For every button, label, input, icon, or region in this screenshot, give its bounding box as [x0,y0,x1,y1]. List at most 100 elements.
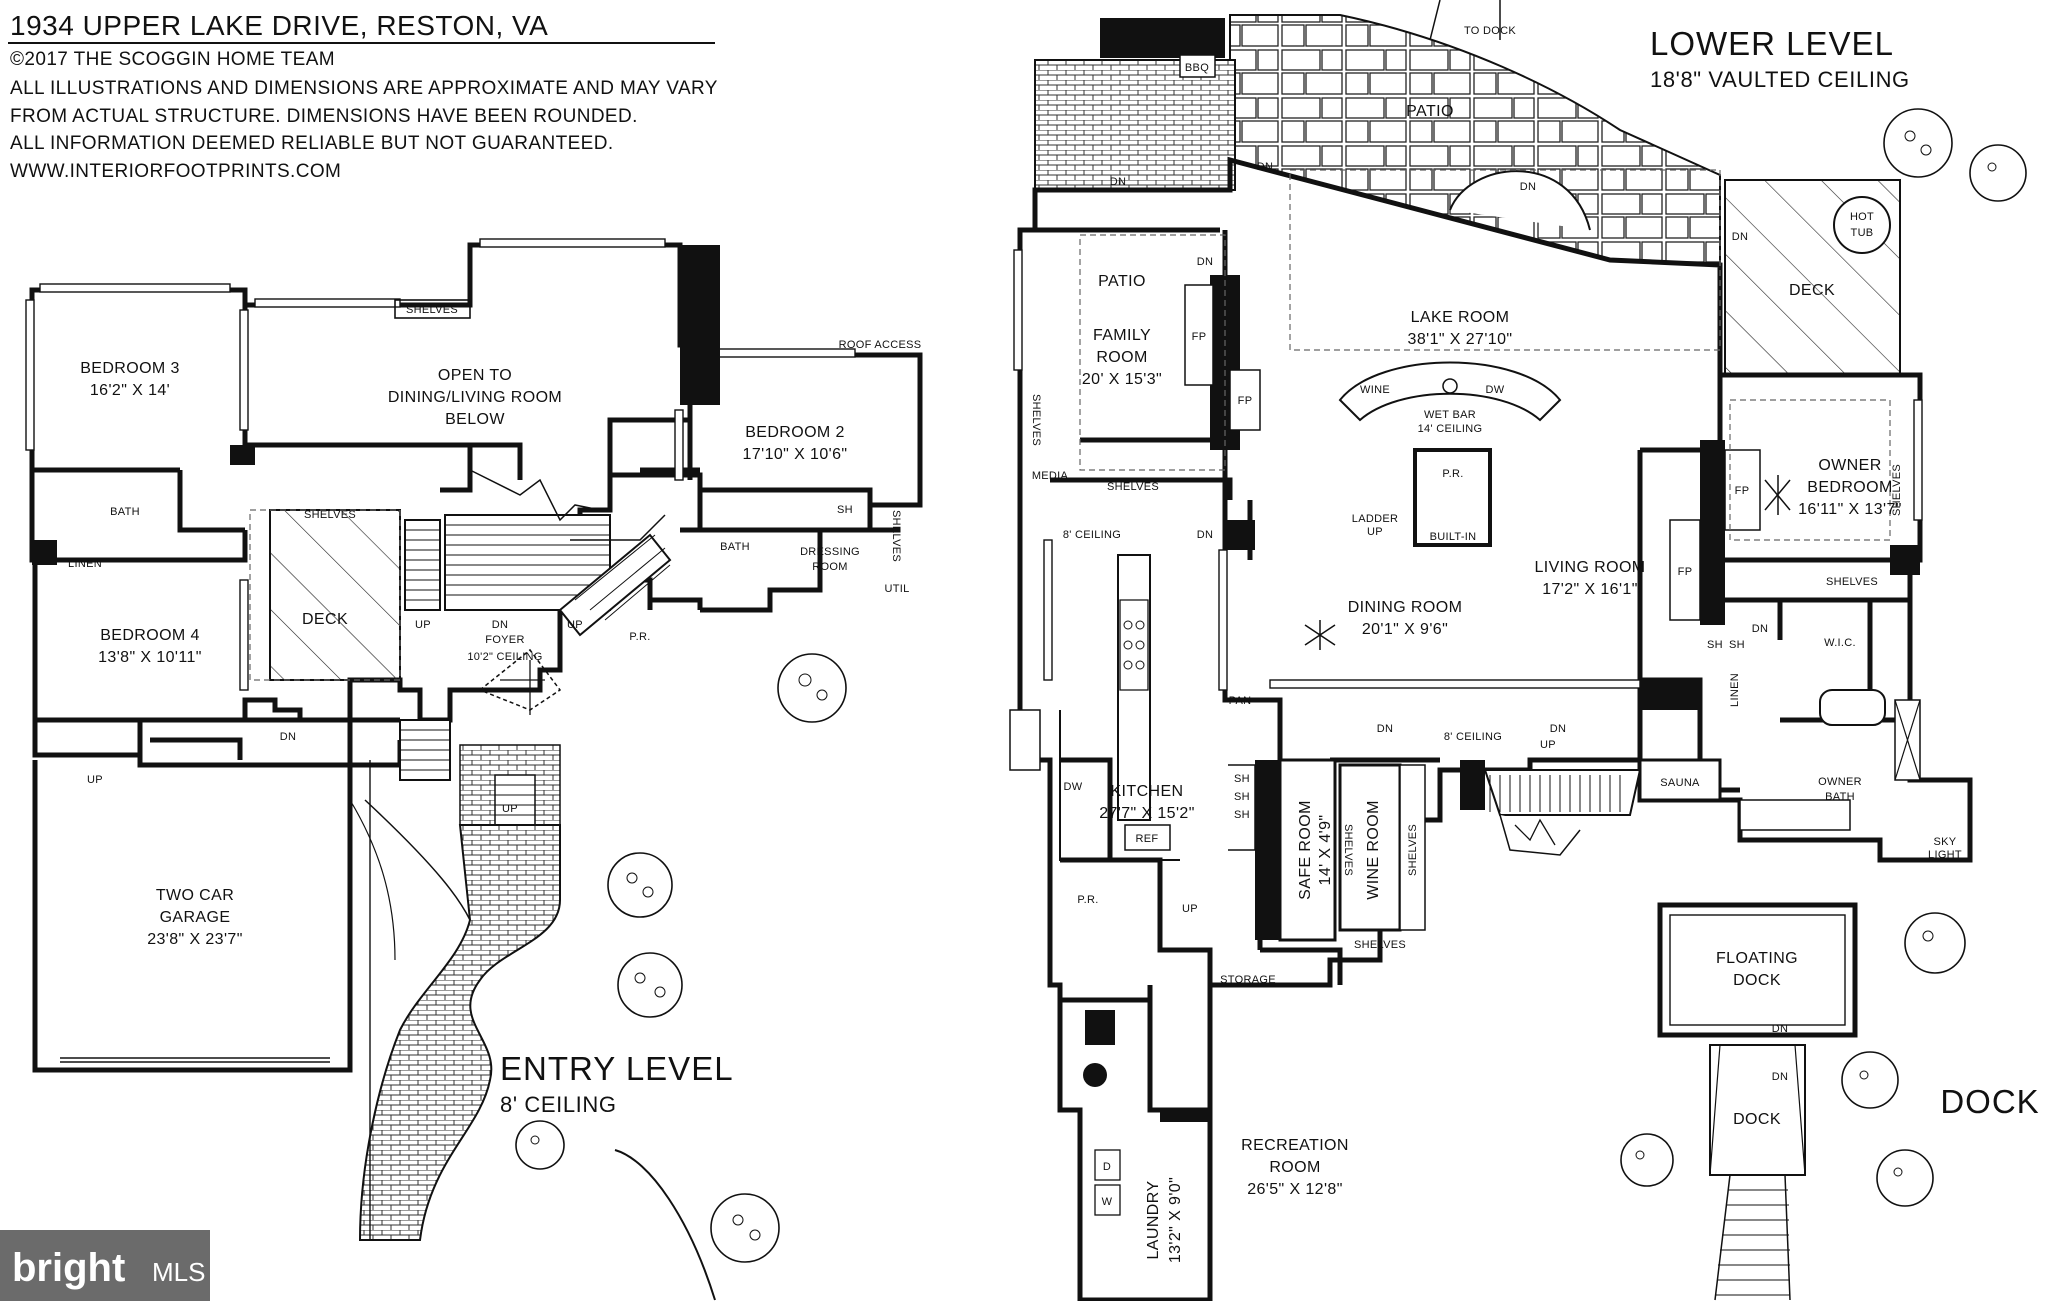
living-room-size: 17'2" X 16'1" [1542,581,1638,598]
hot-tub [1833,196,1891,254]
window-bedroom3-top [39,283,231,293]
built-in-label: BUILT-IN [1430,531,1477,543]
tree-icon [710,1193,780,1263]
tree-icon [607,852,673,918]
wet-bar-line2: 14' CEILING [1418,423,1483,435]
patio-a-label: PATIO [1098,273,1146,290]
fp-label-1: FP [1192,331,1207,343]
shelves-bottom-label: SHELVES [1354,939,1406,951]
disclaimer-line-1: ALL ILLUSTRATIONS AND DIMENSIONS ARE APP… [10,78,718,99]
kitchen-name: KITCHEN [1110,783,1183,800]
sh-d-label: SH [1707,639,1723,651]
shelves-top-label: SHELVES [406,304,458,316]
dock-dn-2: DN [1772,1071,1789,1083]
copyright-line: ©2017 THE SCOGGIN HOME TEAM [10,49,335,70]
up-label-2: UP [1540,739,1556,751]
ref-label: REF [1136,833,1159,845]
safe-room [1278,758,1337,942]
dn-label-1: DN [1257,161,1274,173]
tree-icon [1969,144,2027,202]
dn-label-b: DN [280,731,297,743]
ladder-line2: UP [1367,526,1383,538]
wine-room-name: WINE ROOM [1365,800,1382,900]
logo-background [0,1230,210,1301]
wet-bar-counter [1338,361,1562,422]
entry-deck-label: DECK [302,611,348,628]
bath-b-label: BATH [720,541,750,553]
recreation-line1: RECREATION [1241,1137,1349,1154]
logo-brand-text: bright [12,1246,125,1290]
lake-room-size: 38'1" X 27'10" [1408,331,1513,348]
kitchen-size: 27'7" X 15'2" [1099,805,1195,822]
safe-shelves-label: SHELVES [1342,824,1354,876]
ceiling-fan-owner-icon [1764,475,1791,515]
safe-room-wall [1255,760,1280,940]
wic-label: W.I.C. [1824,637,1856,649]
bbq-block [1100,18,1225,58]
header: 1934 UPPER LAKE DRIVE, RESTON, VA ©2017 … [8,10,718,182]
sauna-label: SAUNA [1660,777,1700,789]
bright-mls-logo: bright MLS [0,1230,210,1301]
tree-icon [1841,1051,1899,1109]
sh-label: SH [837,504,853,516]
family-size: 20' X 15'3" [1082,371,1162,388]
fp-label-3: FP [1735,485,1750,497]
garage-size: 23'8" X 23'7" [147,931,243,948]
foyer-title: FOYER [485,634,524,646]
owner-fireplace-mass [1700,440,1725,625]
lake-room-name: LAKE ROOM [1411,309,1510,326]
lower-level-ceiling: 18'8" VAULTED CEILING [1650,67,1910,92]
up-label-b: UP [415,619,431,631]
dn-label-6: DN [1377,723,1394,735]
stair-post-block [1460,760,1485,810]
living-room-name: LIVING ROOM [1534,559,1645,576]
dw-kitchen-label: DW [1064,781,1083,793]
bedroom2-size: 17'10" X 10'6" [743,446,848,463]
family-line1: FAMILY [1093,327,1151,344]
bedroom3-size: 16'2" X 14' [90,382,170,399]
shelves-family-label: SHELVES [1030,394,1042,446]
dn-label-a: DN [492,619,509,631]
pan-label: PAN [1229,695,1252,707]
fp-label-2: FP [1238,395,1253,407]
dryer-label: D [1103,1161,1111,1173]
foyer-area: FOYER 10'2" CEILING [467,634,562,715]
window-bed3-right [239,309,249,431]
sh-b-label: SH [1234,791,1250,803]
chimney-block [680,245,720,405]
open-to-line3: BELOW [445,411,505,428]
refrigerator [1124,824,1171,851]
skylight-line1: SKY [1934,836,1957,848]
linen-lower-label: LINEN [1729,673,1741,707]
lower-stairs [1483,769,1642,856]
family-line2: ROOM [1096,349,1147,366]
sauna-room [1638,758,1722,802]
dining-room-name: DINING ROOM [1348,599,1463,616]
open-to-line1: OPEN TO [438,367,512,384]
wet-bar-wine: WINE [1360,384,1390,396]
pr-label-1: P.R. [1442,468,1463,480]
dock-plan: FLOATING DOCK DOCK DN DN DOCK [1657,902,2039,1301]
owner-bath-line2: BATH [1825,791,1855,803]
open-to-line2: DINING/LIVING ROOM [388,389,562,406]
lower-brick-patio [1034,59,1236,191]
bedroom3-name: BEDROOM 3 [80,360,180,377]
floating-dock-line1: FLOATING [1716,950,1798,967]
disclaimer-line-2: FROM ACTUAL STRUCTURE. DIMENSIONS HAVE B… [10,106,638,127]
ceiling-8a-label: 8' CEILING [1063,529,1121,541]
up-label-c: UP [567,619,583,631]
website-line: WWW.INTERIORFOOTPRINTS.COM [10,161,341,182]
dressing-room-line2: ROOM [812,561,847,573]
recreation-size: 26'5" X 12'8" [1247,1181,1343,1198]
bar-sink [1442,378,1458,394]
owner-vanity [1739,799,1851,831]
tree-icon [1904,912,1966,974]
kitchen-sink [1009,709,1041,771]
powder-room-label: P.R. [629,631,650,643]
shelves-vertical-label: SHELVES [890,510,902,562]
floating-dock-line2: DOCK [1733,972,1781,989]
bbq-label: BBQ [1185,62,1209,74]
tree-icon [777,653,847,723]
lower-powder-room [1413,448,1492,547]
roof-access-label: ROOF ACCESS [839,339,922,351]
